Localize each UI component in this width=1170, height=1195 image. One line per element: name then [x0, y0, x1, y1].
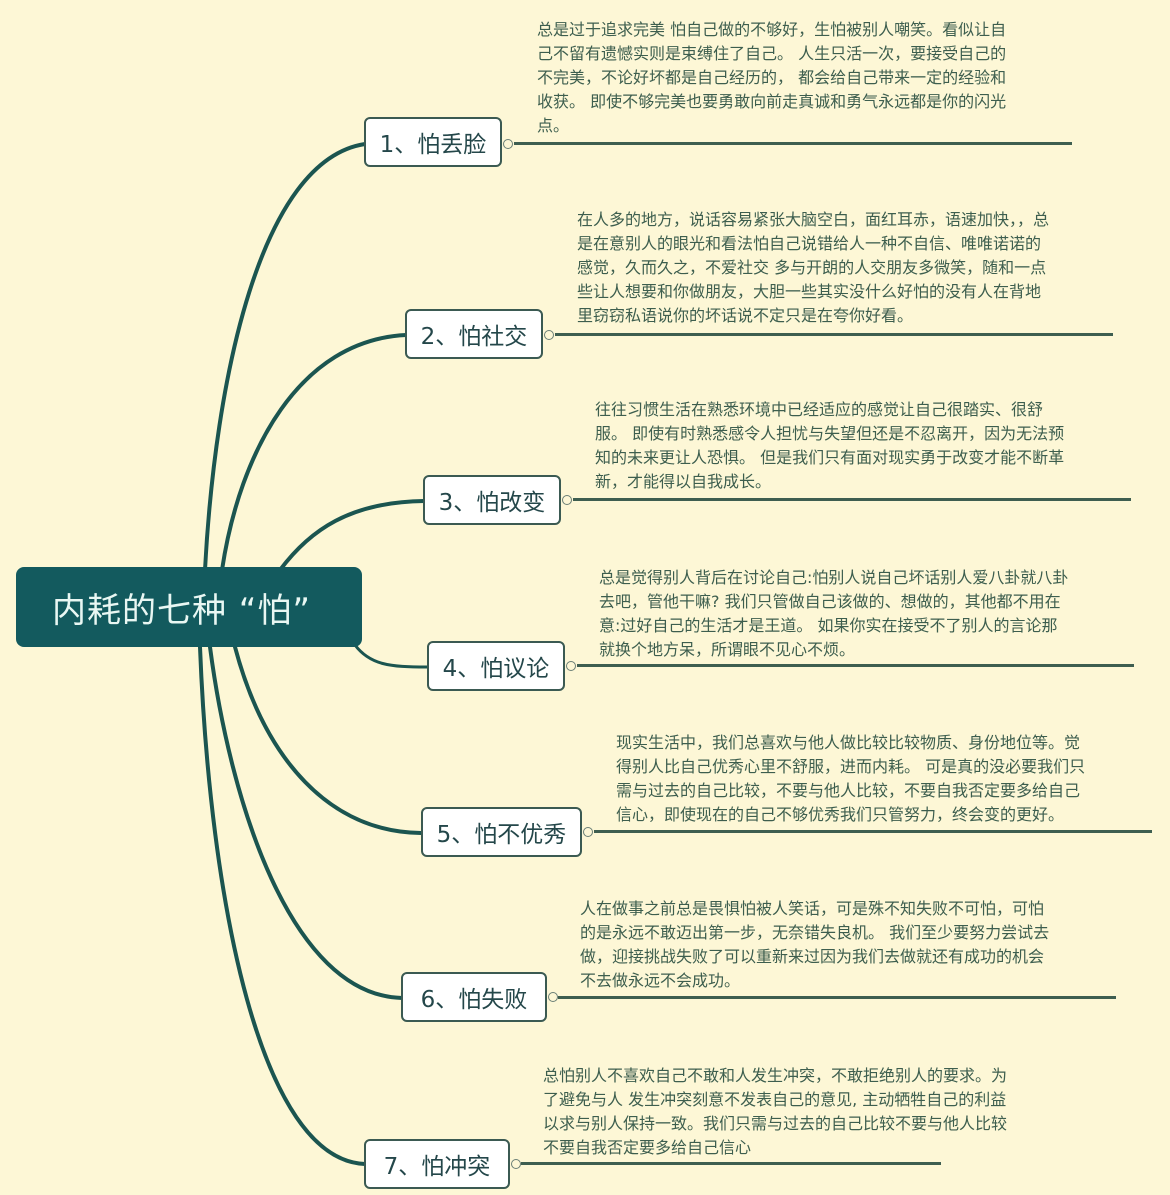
topic-6-label: 6、怕失败 [420, 987, 528, 1013]
topic-1[interactable]: 1、怕丢脸 [364, 117, 502, 167]
topic-7-underline [521, 1162, 941, 1165]
root-topic[interactable]: 内耗的七种 “怕” [16, 567, 362, 647]
topic-1-label: 1、怕丢脸 [379, 132, 487, 158]
branch-line-6 [208, 645, 404, 1000]
collapse-knob-icon[interactable] [548, 992, 558, 1002]
collapse-knob-icon[interactable] [562, 495, 572, 505]
collapse-knob-icon[interactable] [544, 330, 554, 340]
collapse-knob-icon[interactable] [503, 139, 513, 149]
topic-7-label: 7、怕冲突 [383, 1154, 491, 1180]
topic-6[interactable]: 6、怕失败 [401, 972, 547, 1022]
branch-line-1 [203, 142, 367, 572]
branch-line-5 [233, 645, 423, 835]
topic-2-label: 2、怕社交 [420, 324, 528, 350]
collapse-knob-icon[interactable] [566, 661, 576, 671]
branch-line-3 [278, 499, 426, 572]
topic-5-label: 5、怕不优秀 [436, 822, 567, 848]
topic-2-note: 在人多的地方，说话容易紧张大脑空白，面红耳赤，语速加快，，总 是在意别人的眼光和… [577, 210, 1050, 325]
topic-3-note: 往往习惯生活在熟悉环境中已经适应的感觉让自己很踏实、很舒 服。 即使有时熟悉感令… [595, 400, 1065, 491]
topic-7-note: 总怕别人不喜欢自己不敢和人发生冲突，不敢拒绝别人的要求。为 了避免与人 发生冲突… [543, 1066, 1008, 1157]
branch-line-7 [198, 645, 367, 1166]
root-topic-label: 内耗的七种 “怕” [52, 590, 312, 631]
topic-3-underline [573, 498, 1131, 501]
topic-4-note: 总是觉得别人背后在讨论自己:怕别人说自己坏话别人爱八卦就八卦 去吧，管他干嘛? … [599, 568, 1069, 659]
topic-1-underline [514, 142, 1072, 145]
collapse-knob-icon[interactable] [511, 1159, 521, 1169]
topic-3[interactable]: 3、怕改变 [423, 475, 561, 525]
topic-5-note: 现实生活中，我们总喜欢与他人做比较比较物质、身份地位等。觉 得别人比自己优秀心里… [616, 733, 1086, 824]
topic-6-underline [558, 996, 1116, 999]
topic-1-note: 总是过于追求完美 怕自己做的不够好，生怕被别人嘲笑。看似让自 己不留有遗憾实则是… [537, 20, 1007, 135]
topic-6-note: 人在做事之前总是畏惧怕被人笑话，可是殊不知失败不可怕，可怕 的是永远不敢迈出第一… [580, 899, 1050, 990]
branch-line-2 [220, 333, 408, 572]
branch-line-4 [353, 643, 429, 669]
topic-5-underline [594, 830, 1152, 833]
topic-4[interactable]: 4、怕议论 [427, 641, 565, 691]
topic-4-underline [577, 664, 1134, 667]
topic-2-underline [555, 333, 1113, 336]
topic-3-label: 3、怕改变 [438, 490, 546, 516]
topic-4-label: 4、怕议论 [442, 656, 550, 682]
topic-7[interactable]: 7、怕冲突 [364, 1139, 510, 1189]
topic-2[interactable]: 2、怕社交 [405, 309, 543, 359]
topic-5[interactable]: 5、怕不优秀 [421, 807, 582, 857]
collapse-knob-icon[interactable] [583, 827, 593, 837]
